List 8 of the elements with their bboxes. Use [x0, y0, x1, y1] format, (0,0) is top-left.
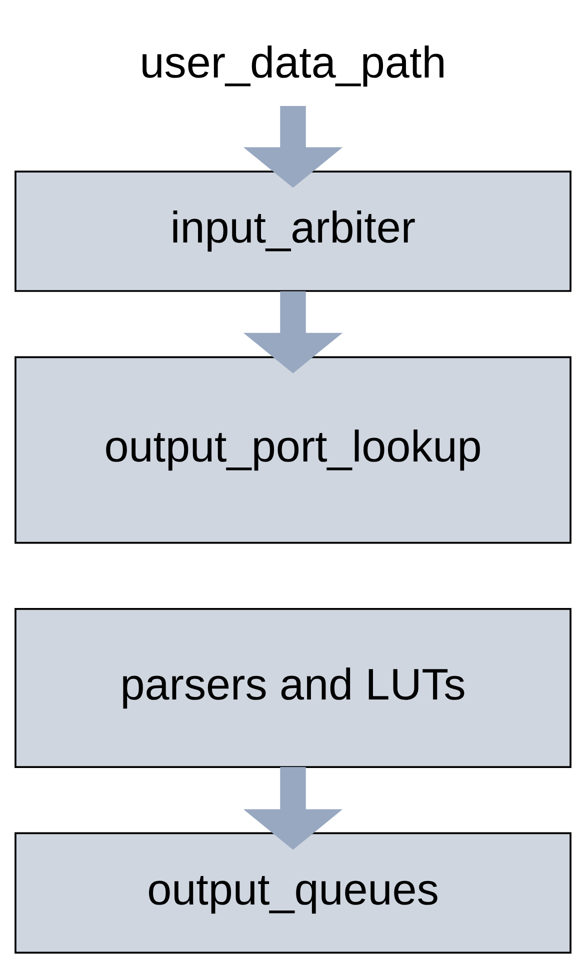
- arrow: [243, 766, 343, 850]
- node-box: output_queues: [14, 832, 572, 954]
- node-box: input_arbiter: [14, 170, 572, 292]
- arrow: [243, 106, 343, 188]
- node-text: user_data_path: [140, 38, 446, 87]
- arrow: [243, 290, 343, 373]
- node-box: parsers and LUTs: [14, 608, 572, 768]
- node-box: output_port_lookup: [14, 356, 572, 544]
